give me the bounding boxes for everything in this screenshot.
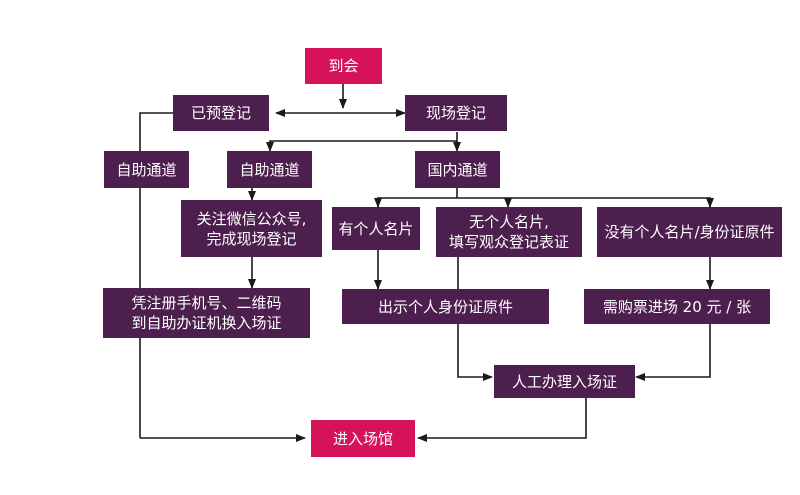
connector-manual-to-venue xyxy=(417,398,587,442)
node-onsite-register: 现场登记 xyxy=(405,95,507,131)
node-manual-badge: 人工办理入场证 xyxy=(494,365,635,398)
node-self-service-left: 自助通道 xyxy=(104,151,189,188)
node-preregistered: 已预登记 xyxy=(173,95,269,131)
node-buy-ticket: 需购票进场 20 元 / 张 xyxy=(584,289,770,324)
node-domestic: 国内通道 xyxy=(415,151,500,188)
node-has-card: 有个人名片 xyxy=(332,207,420,250)
node-no-card: 无个人名片, 填写观众登记表证 xyxy=(436,207,582,257)
node-show-id: 出示个人身份证原件 xyxy=(342,289,549,324)
node-self-service-mid: 自助通道 xyxy=(227,151,312,188)
connector-ticket-to-manual xyxy=(635,324,711,381)
node-phone-qr: 凭注册手机号、二维码 到自助办证机换入场证 xyxy=(103,288,310,338)
node-follow-wechat: 关注微信公众号, 完成现场登记 xyxy=(181,200,322,257)
node-arrive: 到会 xyxy=(305,48,382,84)
connector-domestic-split xyxy=(377,197,711,207)
connector-onsite-split xyxy=(266,132,458,152)
node-no-card-id: 没有个人名片/身份证原件 xyxy=(597,207,782,257)
node-enter-venue: 进入场馆 xyxy=(311,420,415,457)
